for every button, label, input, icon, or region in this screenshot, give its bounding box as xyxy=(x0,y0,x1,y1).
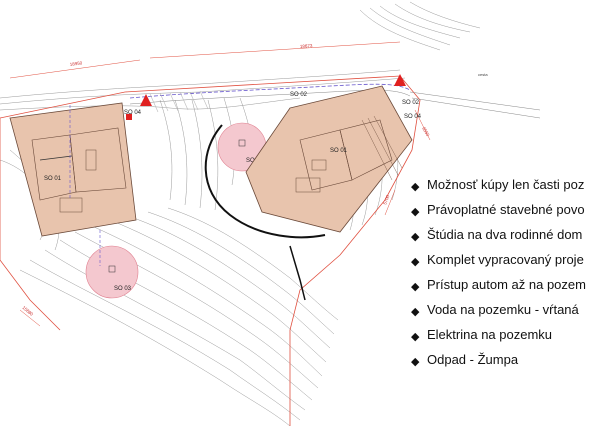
diamond-icon: ◆ xyxy=(411,281,420,293)
dimension-label: 18950 xyxy=(69,60,83,67)
dimension-lines xyxy=(9,41,431,327)
so04-right-label: SO 04 xyxy=(404,114,422,120)
retaining-wall xyxy=(289,245,306,301)
building-left xyxy=(9,102,137,237)
so02-label: SO 02 xyxy=(290,92,308,98)
feature-text: Možnosť kúpy len časti poz xyxy=(427,177,585,192)
diamond-icon: ◆ xyxy=(411,231,420,243)
feature-item: ◆ Odpad - Žumpa xyxy=(411,351,600,376)
well-marker xyxy=(238,139,246,147)
dimension-label: 5700 xyxy=(382,194,390,206)
dimension-label: 15880 xyxy=(21,305,34,317)
feature-text: Právoplatné stavebné povo xyxy=(427,202,585,217)
feature-item: ◆ Možnosť kúpy len časti poz xyxy=(411,176,600,201)
feature-item: ◆ Elektrina na pozemku xyxy=(411,326,600,351)
diamond-icon: ◆ xyxy=(411,206,420,218)
dimension-label: 18673 xyxy=(300,43,313,49)
diamond-icon: ◆ xyxy=(411,181,420,193)
feature-text: Voda na pozemku - vŕtaná xyxy=(427,302,579,317)
feature-item: ◆ Komplet vypracovaný proje xyxy=(411,251,600,276)
feature-text: Komplet vypracovaný proje xyxy=(427,252,584,267)
feature-item: ◆ Voda na pozemku - vŕtaná xyxy=(411,301,600,326)
feature-item: ◆ Štúdia na dva rodinné dom xyxy=(411,226,600,251)
feature-text: Prístup autom až na pozem xyxy=(427,277,586,292)
so03-lower-label: SO 03 xyxy=(114,286,132,292)
diamond-icon: ◆ xyxy=(411,331,420,343)
entry-triangle xyxy=(394,74,406,86)
access-road xyxy=(129,83,541,119)
entry-triangle xyxy=(140,94,152,106)
feature-item: ◆ Prístup autom až na pozem xyxy=(411,276,600,301)
so01-right-label: SO 01 xyxy=(330,148,348,154)
diamond-icon: ◆ xyxy=(411,306,420,318)
feature-item: ◆ Právoplatné stavebné povo xyxy=(411,201,600,226)
diamond-icon: ◆ xyxy=(411,356,420,368)
dimension-label: 9550 xyxy=(421,126,431,138)
road-label: cesta xyxy=(478,72,488,77)
feature-text: Štúdia na dva rodinné dom xyxy=(427,227,583,242)
building-right xyxy=(245,85,413,233)
diamond-icon: ◆ xyxy=(411,256,420,268)
plot-boundary xyxy=(0,75,421,426)
feature-text: Elektrina na pozemku xyxy=(427,327,553,342)
septic-marker xyxy=(126,114,132,120)
well-marker xyxy=(108,265,116,273)
garden-path xyxy=(204,124,326,239)
feature-list: ◆ Možnosť kúpy len časti poz ◆ Právoplatné… xyxy=(411,176,600,376)
hatched-area xyxy=(149,90,209,113)
so04-left-label: SO 04 xyxy=(124,110,142,116)
so02-right-label: SO 02 xyxy=(402,100,420,106)
so01-left-label: SO 01 xyxy=(44,176,62,182)
feature-text: Odpad - Žumpa xyxy=(427,352,519,367)
